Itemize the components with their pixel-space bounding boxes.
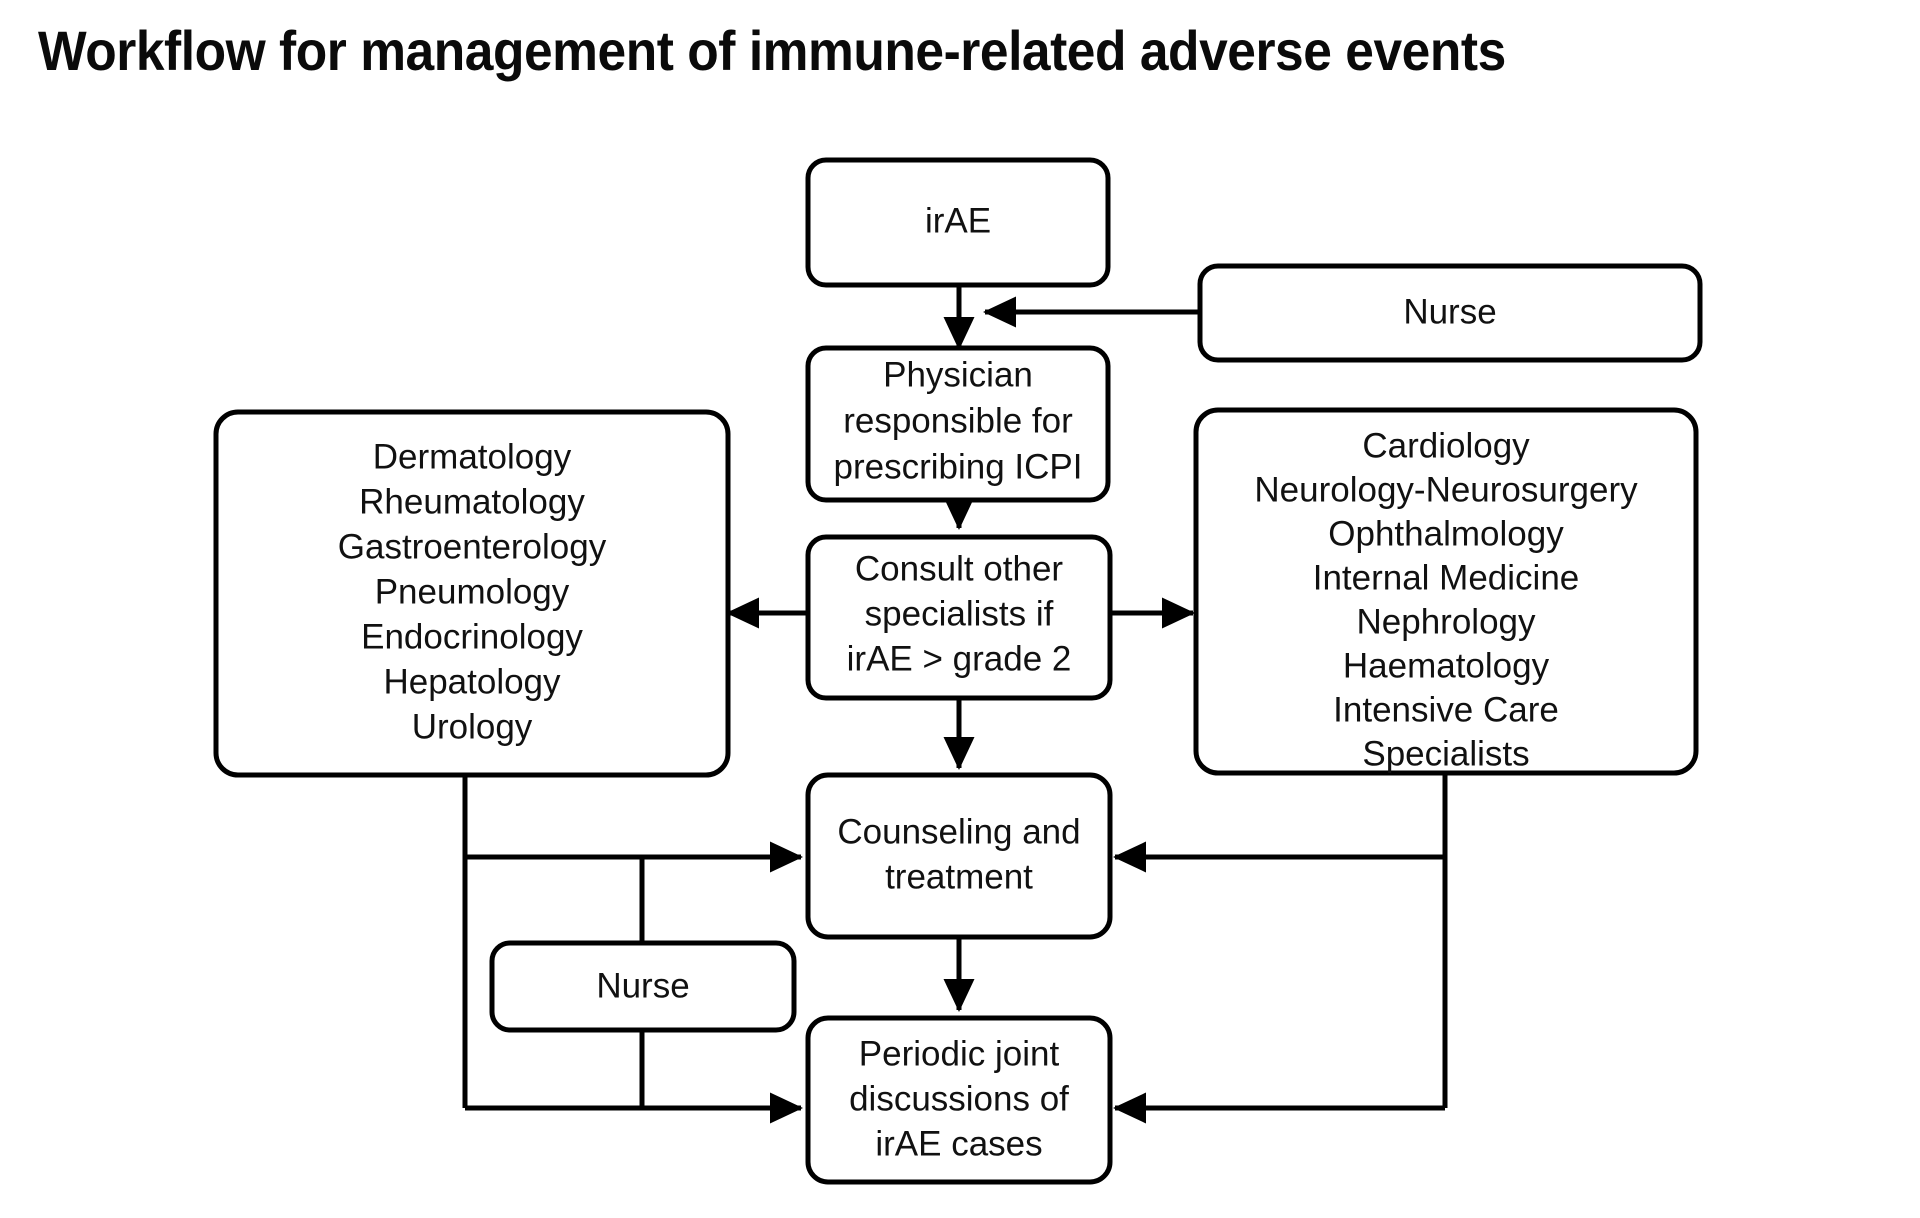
node-nurse-bottom[interactable]: Nurse <box>489 940 797 1033</box>
node-left-specialties-line-3: Gastroenterology <box>338 527 607 566</box>
node-right-specialties-line-7: Intensive Care <box>1333 690 1559 729</box>
node-nurse-bottom-box[interactable] <box>489 940 797 1033</box>
node-right-specialties-line-5: Nephrology <box>1357 602 1536 641</box>
node-right-specialties-box[interactable] <box>1193 407 1699 776</box>
node-consult-box[interactable] <box>805 534 1113 701</box>
node-left-specialties[interactable]: Dermatology Rheumatology Gastroenterolog… <box>213 409 731 778</box>
node-right-specialties-line-3: Ophthalmology <box>1328 514 1564 553</box>
node-left-specialties-line-5: Endocrinology <box>361 617 583 656</box>
node-physician-line-2: responsible for <box>843 401 1073 440</box>
node-consult-line-1: Consult other <box>855 549 1064 588</box>
node-physician[interactable]: Physician responsible for prescribing IC… <box>805 345 1111 503</box>
node-consult[interactable]: Consult other specialists if irAE > grad… <box>805 534 1113 701</box>
node-periodic-line-1: Periodic joint <box>859 1034 1060 1073</box>
node-consult-line-3: irAE > grade 2 <box>847 639 1072 678</box>
node-physician-line-1: Physician <box>883 355 1033 394</box>
node-nurse-bottom-label: Nurse <box>596 966 689 1005</box>
node-nurse-top-label: Nurse <box>1403 292 1496 331</box>
node-physician-box[interactable] <box>805 345 1111 503</box>
node-nurse-top[interactable]: Nurse <box>1197 263 1703 363</box>
node-right-specialties-line-4: Internal Medicine <box>1313 558 1580 597</box>
node-right-specialties-line-8: Specialists <box>1362 734 1529 773</box>
node-right-specialties-line-6: Haematology <box>1343 646 1550 685</box>
node-irae-label: irAE <box>925 201 991 240</box>
node-left-specialties-line-1: Dermatology <box>373 437 572 476</box>
node-nurse-top-box[interactable] <box>1197 263 1703 363</box>
node-counseling[interactable]: Counseling and treatment <box>805 772 1113 940</box>
node-periodic-line-2: discussions of <box>849 1079 1069 1118</box>
node-left-specialties-line-7: Urology <box>412 707 533 746</box>
node-right-specialties[interactable]: Cardiology Neurology-Neurosurgery Ophtha… <box>1193 407 1699 776</box>
node-periodic-line-3: irAE cases <box>875 1124 1042 1163</box>
node-counseling-line-1: Counseling and <box>837 812 1080 851</box>
node-counseling-line-2: treatment <box>885 857 1033 896</box>
page-title: Workflow for management of immune-relate… <box>38 19 1506 82</box>
node-left-specialties-box[interactable] <box>213 409 731 778</box>
node-right-specialties-line-2: Neurology-Neurosurgery <box>1254 470 1638 509</box>
node-left-specialties-line-6: Hepatology <box>383 662 561 701</box>
node-irae[interactable]: irAE <box>805 157 1111 288</box>
node-counseling-box[interactable] <box>805 772 1113 940</box>
node-periodic-box[interactable] <box>805 1015 1113 1185</box>
node-physician-line-3: prescribing ICPI <box>834 447 1083 486</box>
node-periodic[interactable]: Periodic joint discussions of irAE cases <box>805 1015 1113 1185</box>
node-irae-box[interactable] <box>805 157 1111 288</box>
node-consult-line-2: specialists if <box>865 594 1054 633</box>
node-left-specialties-line-2: Rheumatology <box>359 482 585 521</box>
node-left-specialties-line-4: Pneumology <box>375 572 570 611</box>
node-right-specialties-line-1: Cardiology <box>1362 426 1530 465</box>
